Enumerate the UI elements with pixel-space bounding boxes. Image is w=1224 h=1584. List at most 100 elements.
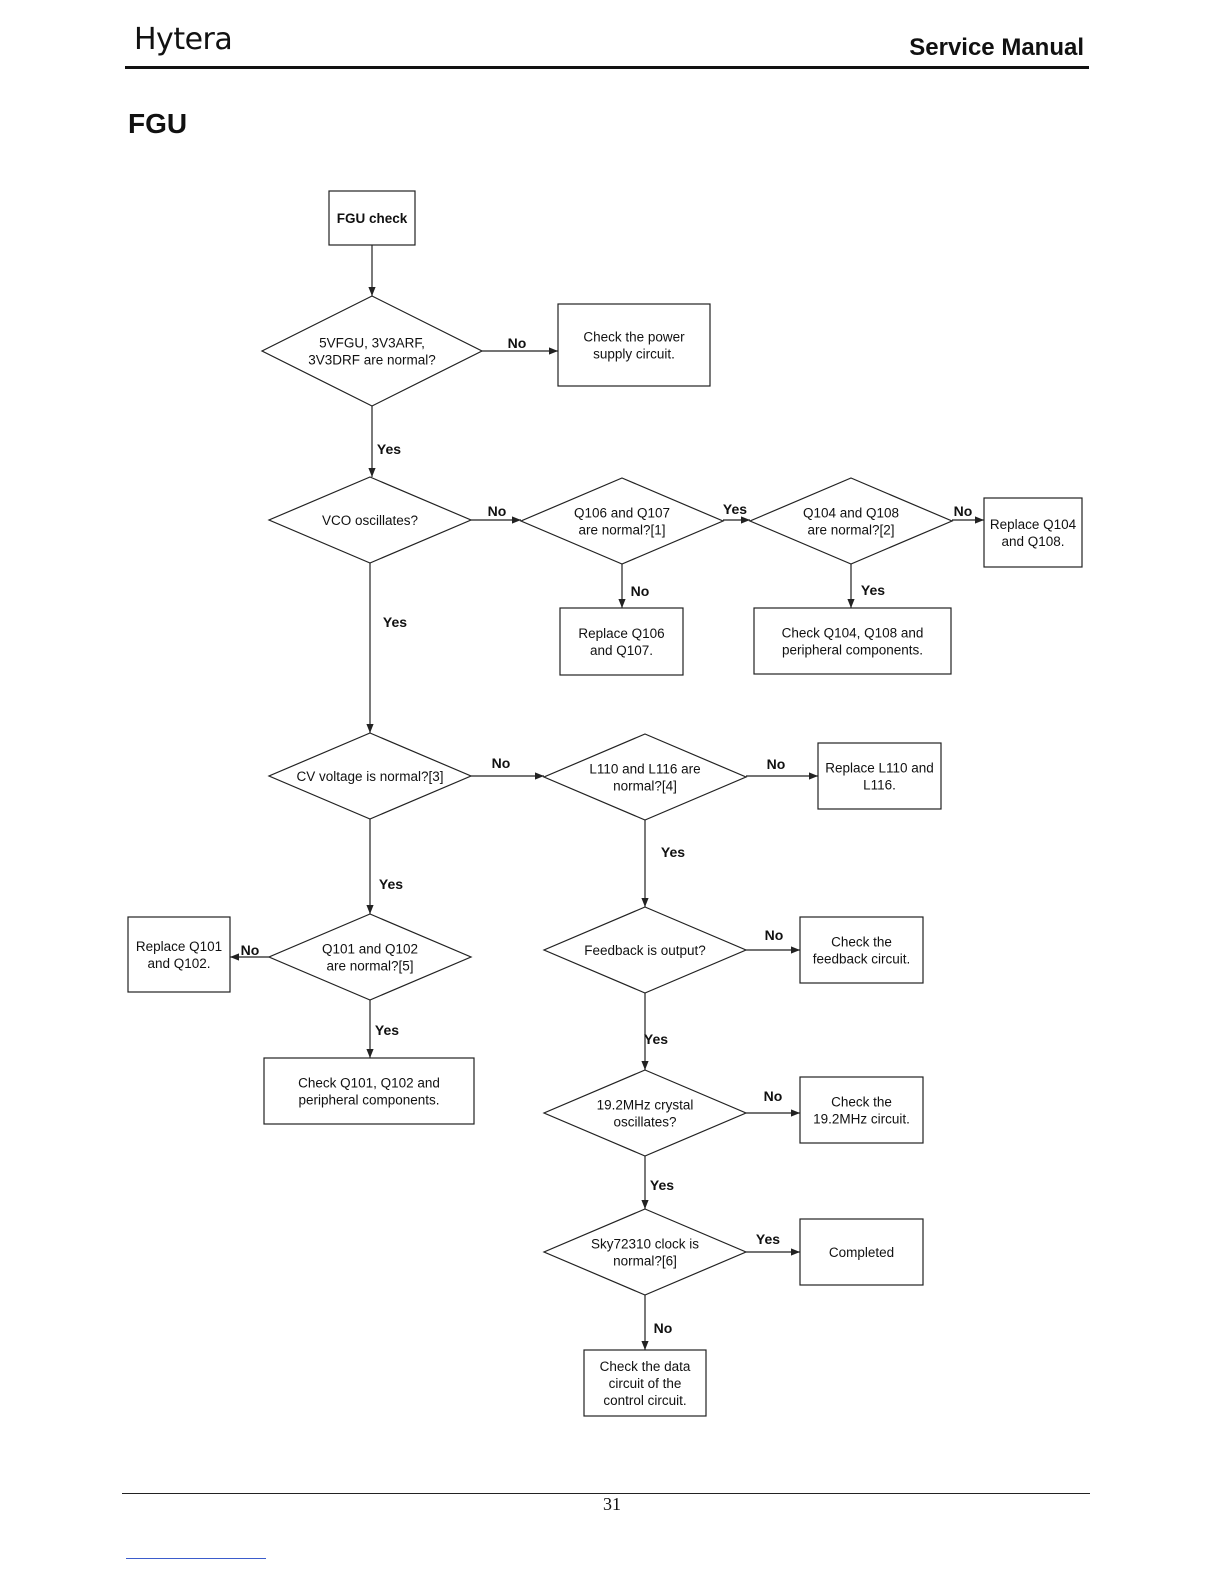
- edge-label: No: [767, 756, 786, 772]
- edge-label: Yes: [375, 1022, 399, 1038]
- process-box-b_r101: Replace Q101 and Q102.: [127, 916, 231, 993]
- page-number: 31: [603, 1494, 621, 1514]
- box-shape: [583, 1349, 707, 1417]
- box-shape: [983, 497, 1083, 568]
- footnote-separator: [126, 1558, 266, 1559]
- box-shape: [557, 303, 711, 387]
- edge-label: No: [631, 583, 650, 599]
- edge-label: Yes: [379, 876, 403, 892]
- edge-label: No: [492, 755, 511, 771]
- edge-label: Yes: [383, 614, 407, 630]
- node-text: are normal?[5]: [326, 959, 413, 974]
- node-text: 19.2MHz circuit.: [813, 1112, 910, 1127]
- brand-logo: Hytera: [134, 22, 233, 57]
- manual-title: Service Manual: [909, 34, 1084, 61]
- node-text: Check Q101, Q102 and: [298, 1076, 440, 1091]
- box-shape: [799, 916, 924, 984]
- node-text: oscillates?: [613, 1115, 676, 1130]
- node-text: are normal?[2]: [807, 523, 894, 538]
- edge-label: No: [764, 1088, 783, 1104]
- decision-diamond-d8: Feedback is output?: [542, 906, 748, 994]
- node-text: 3V3DRF are normal?: [308, 353, 436, 368]
- node-text: supply circuit.: [593, 347, 675, 362]
- edge-label: Yes: [861, 582, 885, 598]
- node-text: control circuit.: [603, 1393, 686, 1408]
- node-text: peripheral components.: [782, 643, 923, 658]
- node-text: normal?[6]: [613, 1254, 677, 1269]
- decision-diamond-d9: 19.2MHz crystal oscillates?: [542, 1069, 748, 1157]
- edge-label: Yes: [756, 1231, 780, 1247]
- node-text: Replace Q104: [990, 517, 1077, 532]
- process-box-b_c104: Check Q104, Q108 and peripheral component…: [753, 607, 952, 675]
- diamond-shape: [542, 1069, 748, 1157]
- edge-label: No: [954, 503, 973, 519]
- node-text: Check the: [831, 1095, 892, 1110]
- header-rule: [125, 66, 1089, 69]
- node-text: Replace Q101: [136, 939, 222, 954]
- node-text: VCO oscillates?: [322, 513, 418, 528]
- section-title: FGU: [128, 108, 188, 139]
- edge-label: Yes: [377, 441, 401, 457]
- box-shape: [559, 607, 684, 676]
- node-text: Sky72310 clock is: [591, 1237, 699, 1252]
- node-text: Feedback is output?: [584, 943, 706, 958]
- edge-label: Yes: [661, 844, 685, 860]
- node-text: L116.: [863, 778, 896, 793]
- node-text: Replace L110 and: [825, 761, 934, 776]
- process-box-b_done: Completed: [799, 1218, 924, 1286]
- node-text: and Q108.: [1001, 534, 1064, 549]
- process-box-b_data: Check the data circuit of the control circ…: [583, 1349, 707, 1417]
- footer-rule: [122, 1493, 1090, 1494]
- node-text: Check the: [831, 935, 892, 950]
- edge-label: Yes: [723, 501, 747, 517]
- node-text: are normal?[1]: [578, 523, 665, 538]
- node-text: feedback circuit.: [813, 952, 911, 967]
- node-text: 19.2MHz crystal: [597, 1098, 694, 1113]
- decision-diamond-d2: VCO oscillates?: [267, 476, 473, 564]
- edge-label: No: [241, 942, 260, 958]
- diamond-shape: [542, 733, 748, 821]
- node-text: Q106 and Q107: [574, 506, 670, 521]
- node-text: normal?[4]: [613, 779, 677, 794]
- node-text: Q104 and Q108: [803, 506, 899, 521]
- diamond-shape: [542, 906, 748, 994]
- node-text: CV voltage is normal?[3]: [296, 769, 443, 784]
- box-shape: [799, 1076, 924, 1144]
- decision-diamond-d1: 5VFGU, 3V3ARF,3V3DRF are normal?: [260, 295, 484, 407]
- edge-label: No: [488, 503, 507, 519]
- edge-label: No: [765, 927, 784, 943]
- box-shape: [799, 1218, 924, 1286]
- process-box-b_fb: Check the feedback circuit.: [799, 916, 924, 984]
- decision-diamond-d4: Q104 and Q108 are normal?[2]: [748, 477, 954, 565]
- node-text: and Q102.: [147, 956, 210, 971]
- node-text: peripheral components.: [298, 1093, 439, 1108]
- node-text: Completed: [829, 1245, 894, 1260]
- edge-label: Yes: [650, 1177, 674, 1193]
- diamond-shape: [519, 477, 725, 565]
- box-shape: [263, 1057, 475, 1125]
- node-text: FGU check: [337, 211, 408, 226]
- decision-diamond-d5: CV voltage is normal?[3]: [267, 732, 473, 820]
- diamond-shape: [542, 1208, 748, 1296]
- process-box-start: FGU check: [328, 190, 416, 246]
- node-text: Replace Q106: [578, 626, 664, 641]
- node-text: and Q107.: [590, 643, 653, 658]
- process-box-b_r106: Replace Q106 and Q107.: [559, 607, 684, 676]
- diamond-shape: [267, 913, 473, 1001]
- edge-label: No: [508, 335, 527, 351]
- box-shape: [127, 916, 231, 993]
- diamond-shape: [267, 476, 473, 564]
- node-text: Check the data: [600, 1359, 691, 1374]
- node-text: circuit of the: [609, 1376, 682, 1391]
- box-shape: [328, 190, 416, 246]
- node-text: Check Q104, Q108 and: [782, 626, 924, 641]
- box-shape: [817, 742, 942, 810]
- process-box-b_c101: Check Q101, Q102 and peripheral component…: [263, 1057, 475, 1125]
- diamond-shape: [260, 295, 484, 407]
- box-shape: [753, 607, 952, 675]
- decision-diamond-d3: Q106 and Q107 are normal?[1]: [519, 477, 725, 565]
